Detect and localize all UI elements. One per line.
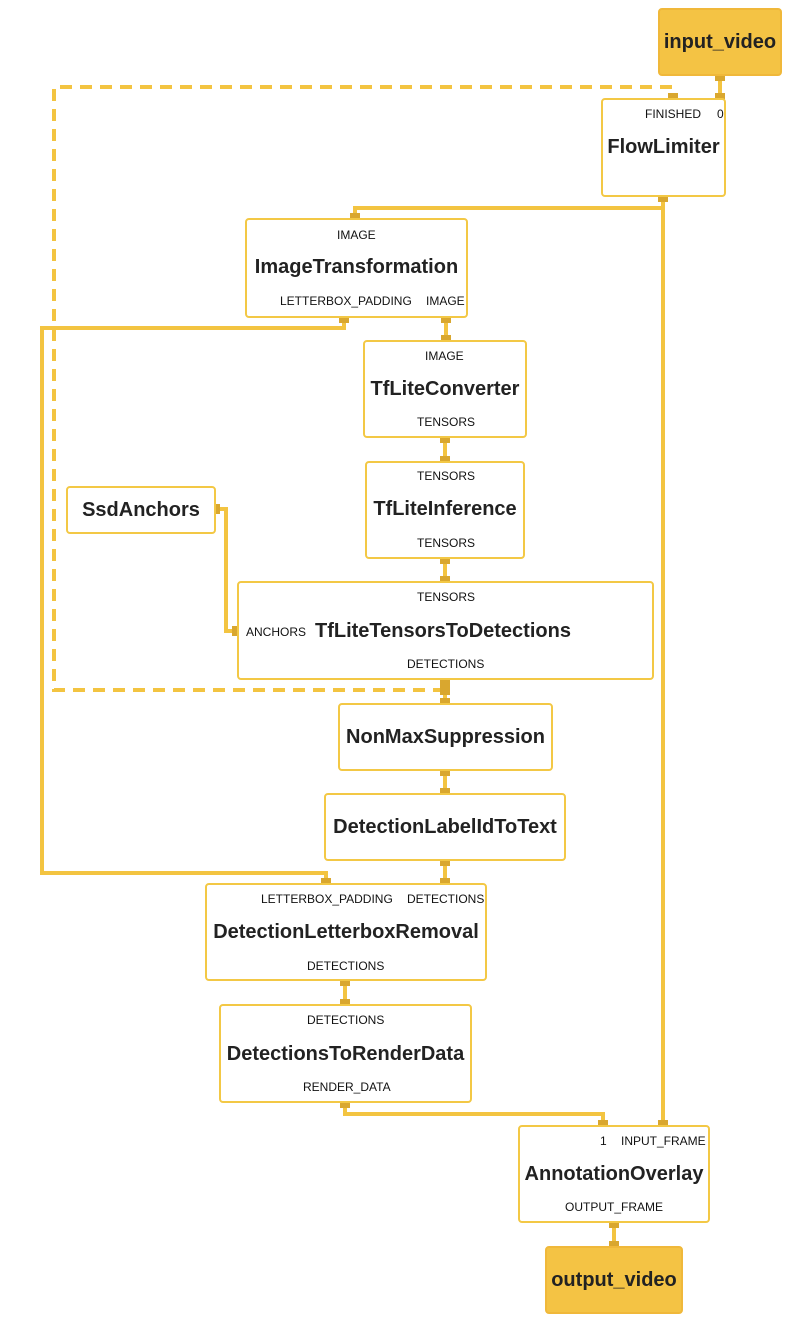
port-output-frame-out: OUTPUT_FRAME (565, 1200, 664, 1214)
port-detections-in: DETECTIONS (407, 892, 485, 906)
pin-letterbox-out (340, 976, 350, 986)
node-title: SsdAnchors (82, 499, 200, 521)
pin-nms-out (440, 766, 450, 776)
port-image-in: IMAGE (337, 228, 376, 242)
edge-anchors (215, 507, 237, 633)
input-video-node[interactable]: input_video (658, 8, 782, 76)
port-letterbox-padding-in: LETTERBOX_PADDING (261, 892, 393, 906)
node-title: TfLiteInference (373, 498, 517, 520)
pin-renderdata-out (340, 1098, 350, 1108)
port-0: 0 (717, 107, 724, 121)
port-image-out: IMAGE (426, 294, 465, 308)
port-finished: FINISHED (645, 107, 702, 121)
port-tensors-in: TENSORS (417, 469, 476, 483)
image-transformation-node[interactable]: IMAGE ImageTransformation LETTERBOX_PADD… (245, 218, 468, 318)
edge-flowlimiter-to-imagetransformation (353, 197, 665, 218)
edge-letterbox-padding (40, 318, 346, 883)
node-title: ImageTransformation (254, 256, 459, 278)
output-video-node[interactable]: output_video (545, 1246, 683, 1314)
port-input-frame-in: INPUT_FRAME (621, 1134, 706, 1148)
tflite-converter-node[interactable]: IMAGE TfLiteConverter TENSORS (363, 340, 527, 438)
port-image-in: IMAGE (425, 349, 464, 363)
port-tensors-out: TENSORS (417, 415, 476, 429)
edge-finished-feedback (52, 85, 675, 692)
port-detections-out: DETECTIONS (307, 959, 385, 973)
node-title: NonMaxSuppression (346, 726, 545, 748)
pin-decoder-out (440, 675, 450, 685)
node-title: TfLiteTensorsToDetections (315, 620, 571, 642)
tensors-to-detections-node[interactable]: TENSORS ANCHORS TfLiteTensorsToDetection… (237, 581, 654, 680)
pin-imagetransformation-image (441, 313, 451, 323)
node-title: AnnotationOverlay (524, 1163, 704, 1185)
tflite-inference-node[interactable]: TENSORS TfLiteInference TENSORS (365, 461, 525, 559)
pin-input-video-out (715, 71, 725, 81)
pin-inference-out (440, 554, 450, 564)
port-letterbox-padding-out: LETTERBOX_PADDING (280, 294, 412, 308)
pin-overlay-out (609, 1218, 619, 1228)
label-id-to-text-node[interactable]: DetectionLabelIdToText (324, 793, 566, 861)
ssd-anchors-node[interactable]: SsdAnchors (66, 486, 216, 534)
annotation-overlay-node[interactable]: 1 INPUT_FRAME AnnotationOverlay OUTPUT_F… (518, 1125, 710, 1223)
port-detections-out: DETECTIONS (407, 657, 485, 671)
edge-renderdata-to-overlay (343, 1103, 605, 1125)
node-title: DetectionLetterboxRemoval (213, 921, 479, 943)
letterbox-removal-node[interactable]: LETTERBOX_PADDING DETECTIONS DetectionLe… (205, 883, 487, 981)
port-detections-in: DETECTIONS (307, 1013, 385, 1027)
pin-imagetransformation-padding (339, 313, 349, 323)
pin-converter-out (440, 433, 450, 443)
node-title: TfLiteConverter (370, 378, 520, 400)
node-title: DetectionLabelIdToText (333, 816, 557, 838)
node-title: input_video (663, 31, 777, 53)
port-1-in: 1 (600, 1134, 607, 1148)
port-anchors-in: ANCHORS (246, 625, 307, 639)
node-title: FlowLimiter (607, 136, 720, 158)
pin-decoder-feedback (440, 685, 450, 695)
node-title: output_video (551, 1269, 677, 1291)
port-tensors-in: TENSORS (417, 590, 476, 604)
flow-limiter-node[interactable]: FINISHED 0 FlowLimiter (601, 98, 726, 197)
node-title: DetectionsToRenderData (226, 1043, 465, 1065)
pin-labeler-out (440, 856, 450, 866)
non-max-suppression-node[interactable]: NonMaxSuppression (338, 703, 553, 771)
detections-to-render-data-node[interactable]: DETECTIONS DetectionsToRenderData RENDER… (219, 1004, 472, 1103)
port-tensors-out: TENSORS (417, 536, 476, 550)
port-render-data-out: RENDER_DATA (303, 1080, 391, 1094)
pin-flowlimiter-out (658, 192, 668, 202)
